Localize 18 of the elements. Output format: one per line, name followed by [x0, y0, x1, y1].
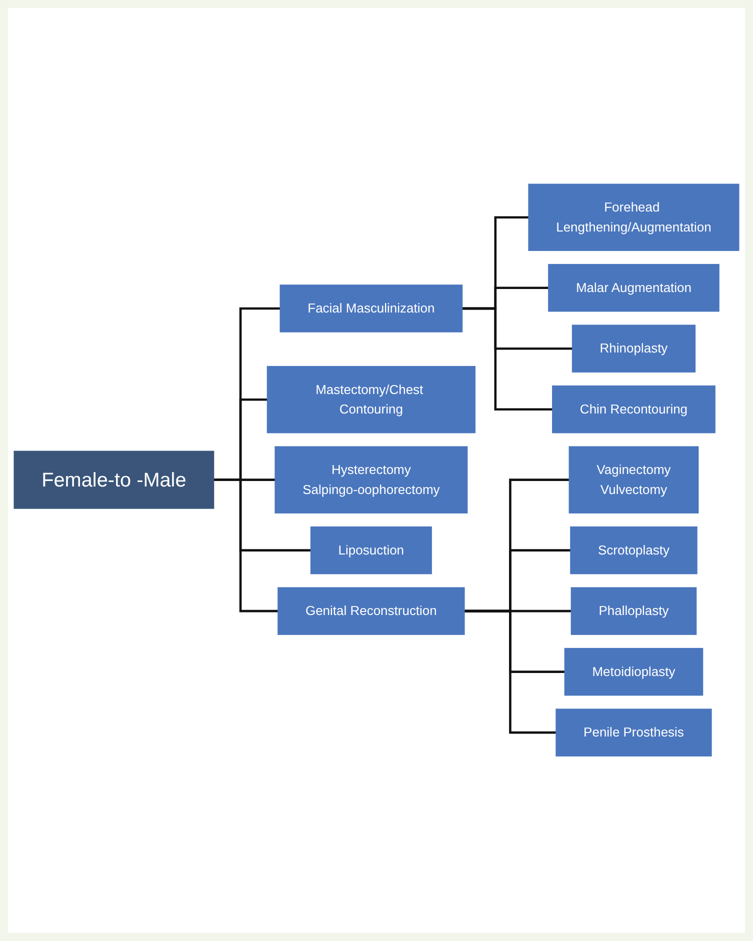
node-box: Penile Prosthesis — [556, 709, 712, 757]
node-box: Liposuction — [310, 526, 432, 575]
node-box: Vaginectomy Vulvectomy — [568, 446, 699, 514]
node-box: Forehead Lengthening/Augmentation — [528, 184, 740, 252]
connector — [214, 479, 278, 613]
node-box: Chin Recontouring — [552, 386, 716, 434]
node-box: Genital Reconstruction — [278, 588, 465, 636]
node-box: Mastectomy/Chest Contouring — [266, 366, 476, 434]
node-box: Hysterectomy Salpingo-oophorectomy — [274, 446, 468, 514]
node-box: Scrotoplasty — [570, 526, 698, 575]
node-box: Female-to -Male — [14, 451, 214, 510]
node-box: Phalloplasty — [570, 588, 697, 636]
node-box: Facial Masculinization — [280, 285, 463, 333]
node-box: Rhinoplasty — [572, 325, 696, 373]
connector — [462, 308, 552, 411]
connector — [464, 610, 556, 734]
node-box: Metoidioplasty — [564, 648, 704, 696]
node-box: Malar Augmentation — [548, 264, 720, 312]
